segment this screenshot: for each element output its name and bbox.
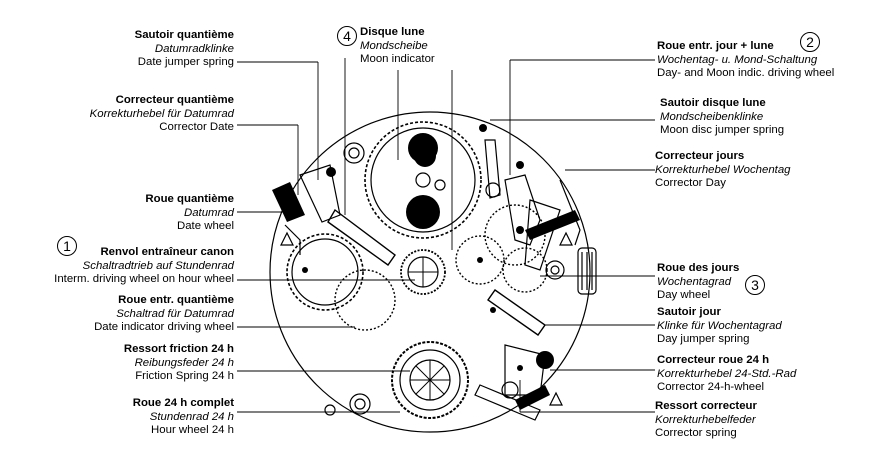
label-correcteur-jours: Correcteur jours Korrekturhebel Wochenta… [655,150,791,190]
date-indicator-wheel [286,233,364,311]
number-3-badge: 3 [745,275,765,295]
number-2-badge: 2 [800,32,820,52]
moon-disc-wheel [364,121,482,239]
date-corrector [299,164,341,223]
label-satoir-disque-lune: Sautoir disque lune Mondscheibenklinke M… [660,97,785,137]
label-satoir-quantieme: Sautoir quantième Datumradklinke Date ju… [134,29,234,69]
interm-wheel [334,269,396,331]
label-roue-jours: Roue des jours Wochentagrad Day wheel [657,262,740,302]
moon-dot-lower [406,195,440,229]
label-disque-lune: Disque lune Mondscheibe Moon indicator [360,26,435,66]
label-renvoi: Renvol entraîneur canon Schaltradtrieb a… [54,246,234,286]
label-roue-24h: Roue 24 h complet Stundenrad 24 h Hour w… [132,397,234,437]
day-moon-driving-wheel [455,235,505,285]
crown [577,247,597,295]
label-roue-entr-jour: Roue entr. jour + lune Wochentag- u. Mon… [657,40,835,80]
label-ressort-friction: Ressort friction 24 h Reibungsfeder 24 h… [123,343,234,383]
label-correcteur-quantieme: Correcteur quantième Korrekturhebel für … [89,94,234,134]
filled-parts [272,124,580,410]
label-sautoir-jour: Sautoir jour Klinke für Wochentagrad Day… [657,306,782,346]
label-roue-entr-quantieme: Roue entr. quantième Schaltrad für Datum… [94,294,234,334]
label-correcteur-roue-24h: Correcteur roue 24 h Korrekturhebel 24-S… [657,354,797,394]
label-ressort-correcteur: Ressort correcteur Korrekturhebelfeder C… [655,400,757,440]
hour-wheel-24h [391,341,469,419]
cannon-wheel [400,249,446,295]
main-plate-outline [269,111,591,433]
label-roue-quantieme: Roue quantième Datumrad Date wheel [145,193,234,233]
number-4-badge: 4 [337,26,357,46]
number-1-badge: 1 [57,236,77,256]
leader-lines [237,58,655,413]
day-jumper-spring [487,289,546,336]
